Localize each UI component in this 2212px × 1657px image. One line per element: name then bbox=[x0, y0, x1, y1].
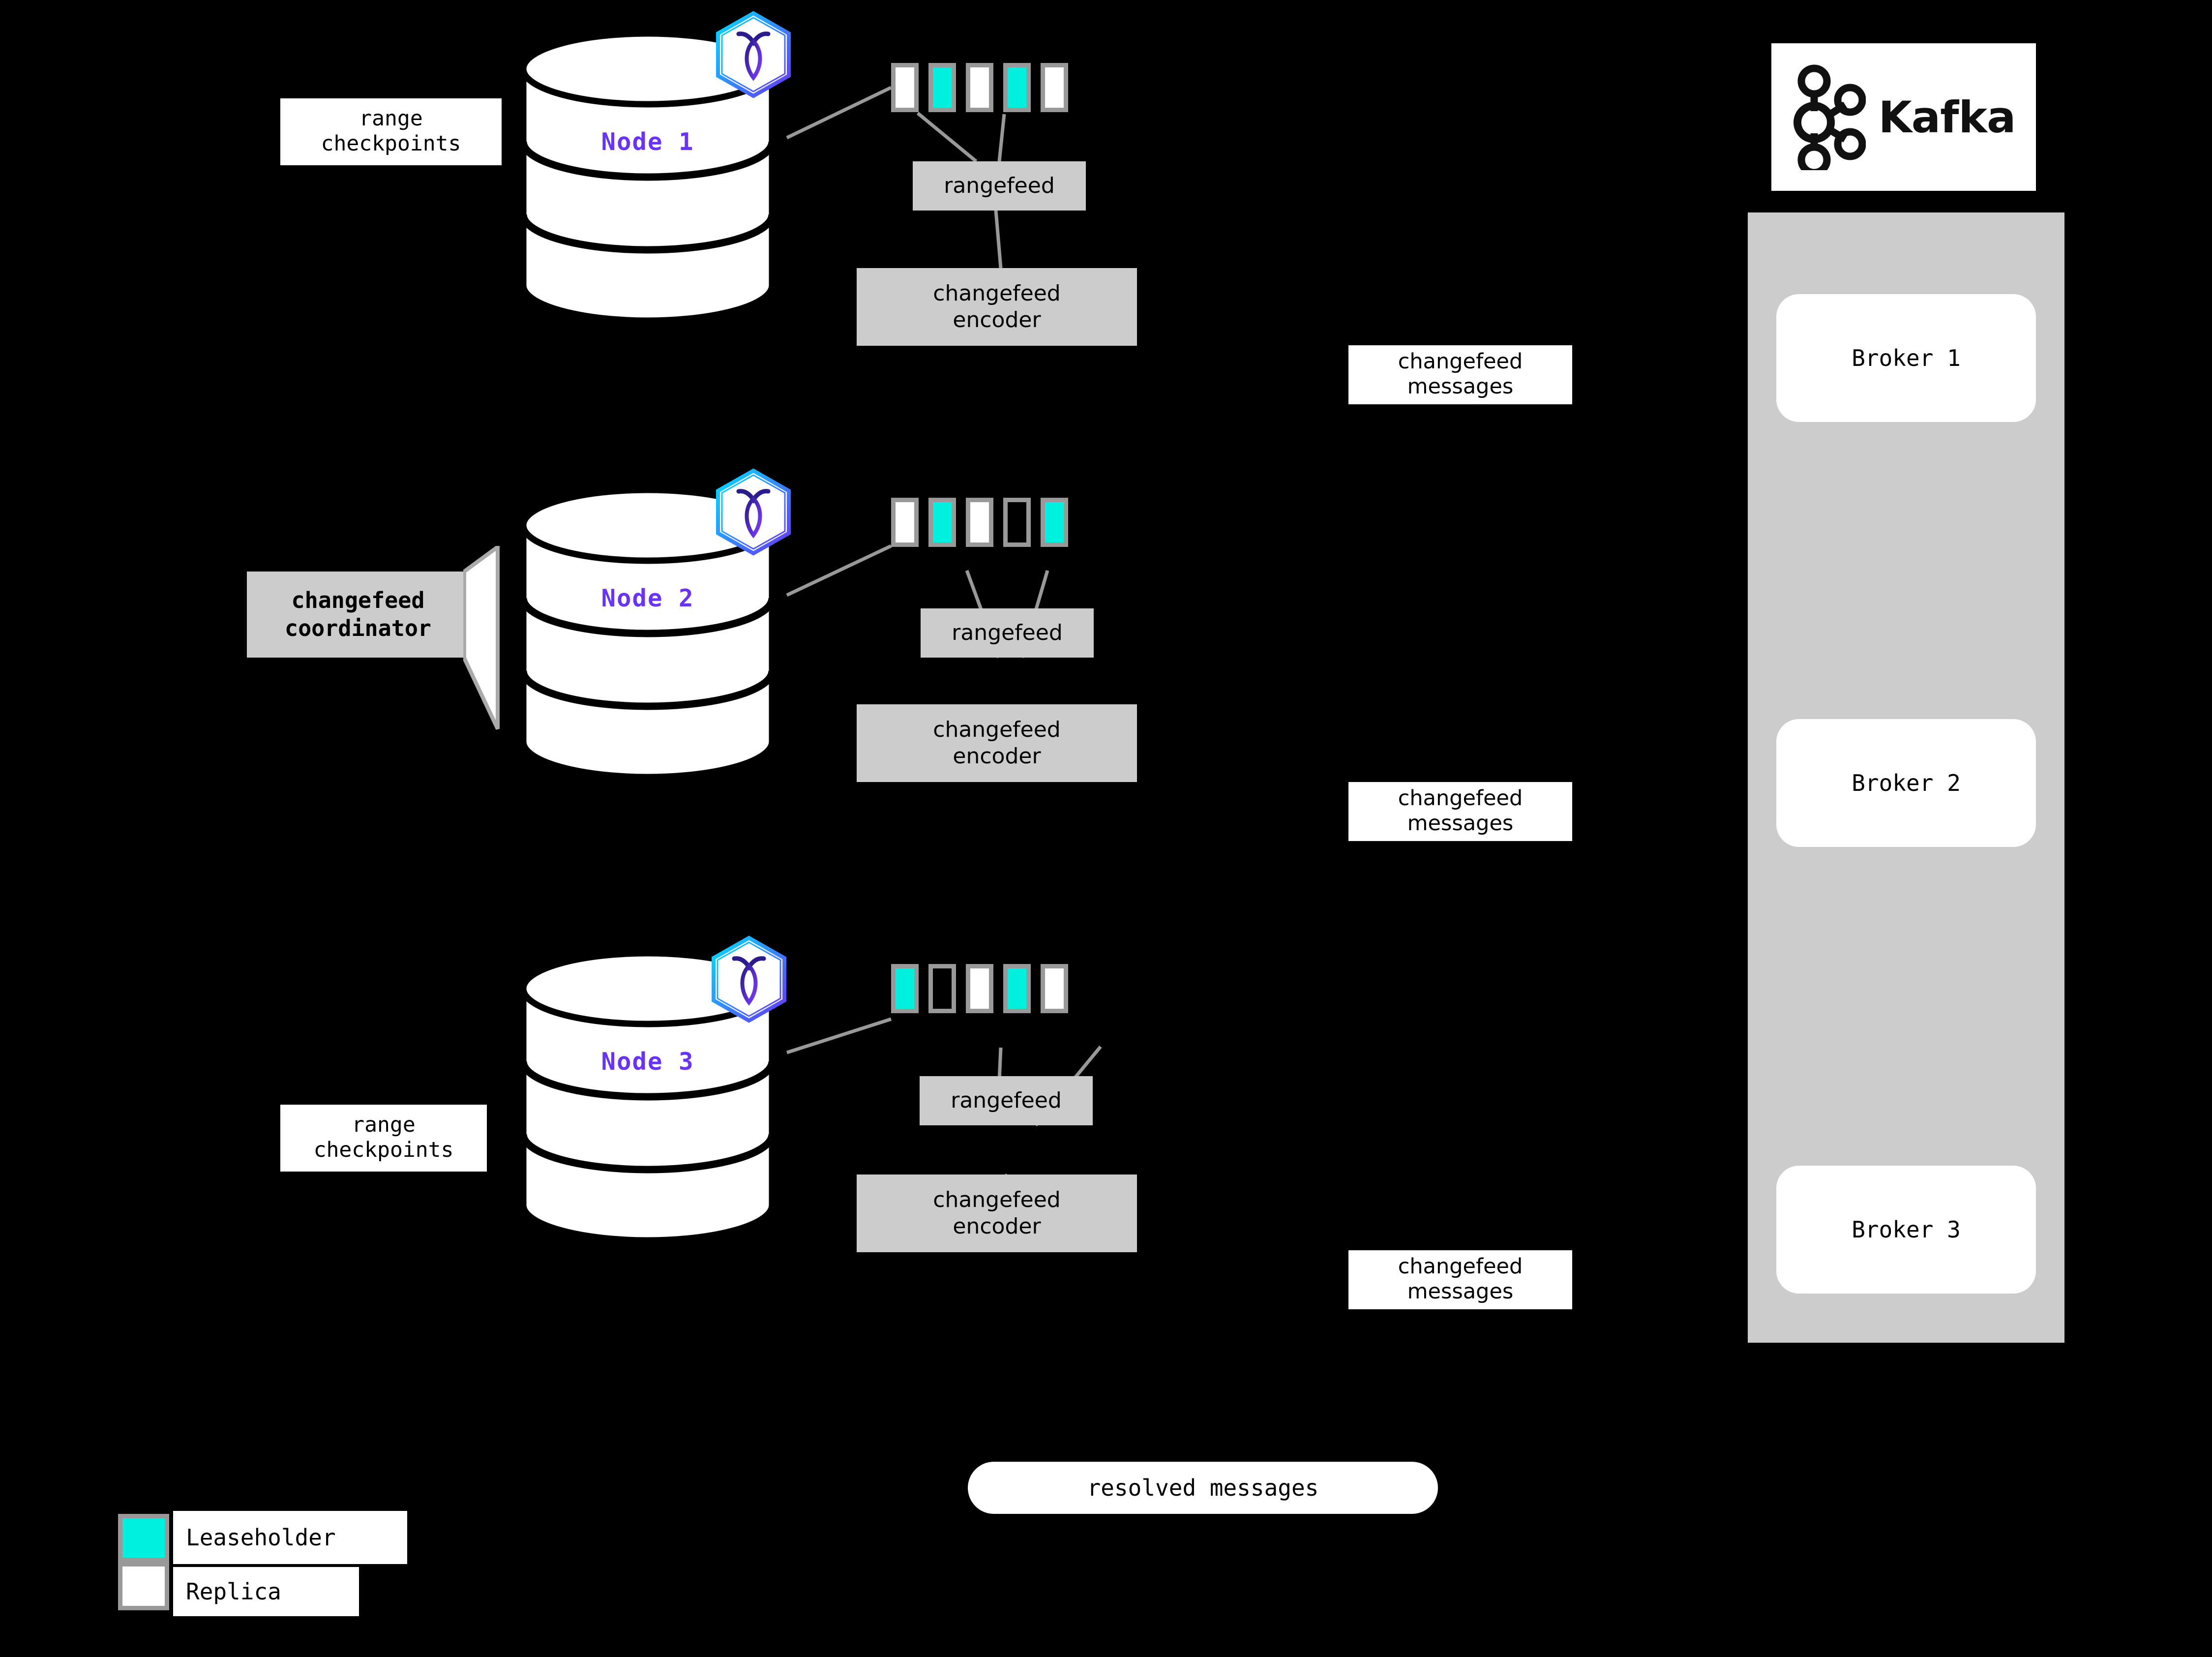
range-box[interactable] bbox=[966, 964, 993, 1013]
range-box[interactable] bbox=[928, 63, 956, 112]
coordinator-pointer-icon bbox=[463, 546, 503, 733]
changefeed-coordinator-label: changefeed coordinator bbox=[247, 572, 469, 658]
cockroachdb-hex-icon bbox=[714, 11, 793, 98]
node-1-range-row bbox=[891, 63, 1068, 112]
range-box[interactable] bbox=[966, 498, 993, 547]
changefeed-messages-label-3: changefeed messages bbox=[1348, 1250, 1572, 1309]
node-3-changefeed-encoder-box[interactable]: changefeed encoder bbox=[857, 1175, 1137, 1252]
legend-swatch-replica bbox=[118, 1562, 169, 1610]
broker-3-box[interactable]: Broker 3 bbox=[1776, 1166, 2036, 1294]
node-2-rangefeed-box[interactable]: rangefeed bbox=[921, 608, 1094, 658]
resolved-messages-pill[interactable]: resolved messages bbox=[968, 1462, 1438, 1514]
range-box[interactable] bbox=[966, 63, 993, 112]
node-3-range-row bbox=[891, 964, 1068, 1013]
node-1-rangefeed-box[interactable]: rangefeed bbox=[913, 161, 1086, 211]
range-checkpoints-label-node3: range checkpoints bbox=[280, 1105, 487, 1172]
kafka-logo-card: Kafka bbox=[1771, 43, 2036, 191]
range-box[interactable] bbox=[891, 63, 919, 112]
range-box[interactable] bbox=[928, 498, 956, 547]
changefeed-messages-label-1: changefeed messages bbox=[1348, 345, 1572, 404]
broker-1-box[interactable]: Broker 1 bbox=[1776, 294, 2036, 422]
range-box[interactable] bbox=[1003, 498, 1031, 547]
legend-label-leaseholder: Leaseholder bbox=[173, 1511, 407, 1564]
cockroachdb-hex-icon bbox=[714, 468, 793, 556]
legend-label-replica: Replica bbox=[173, 1567, 359, 1616]
kafka-inbound-arrowhead bbox=[2054, 325, 2212, 365]
broker-2-box[interactable]: Broker 2 bbox=[1776, 719, 2036, 847]
range-box[interactable] bbox=[1003, 964, 1031, 1013]
legend-swatch-leaseholder bbox=[118, 1514, 169, 1562]
kafka-wordmark: Kafka bbox=[1878, 91, 2016, 143]
range-box[interactable] bbox=[928, 964, 956, 1013]
changefeed-messages-label-2: changefeed messages bbox=[1348, 782, 1572, 841]
kafka-logo-icon bbox=[1792, 64, 1866, 176]
range-box[interactable] bbox=[1003, 63, 1031, 112]
node-3-rangefeed-box[interactable]: rangefeed bbox=[920, 1076, 1093, 1125]
range-checkpoints-label-node1: range checkpoints bbox=[280, 98, 502, 165]
node-2-changefeed-encoder-box[interactable]: changefeed encoder bbox=[857, 704, 1137, 782]
node-1-changefeed-encoder-box[interactable]: changefeed encoder bbox=[857, 268, 1137, 346]
range-box[interactable] bbox=[1041, 964, 1068, 1013]
range-box[interactable] bbox=[891, 964, 919, 1013]
node-2-range-row bbox=[891, 498, 1068, 547]
range-box[interactable] bbox=[1041, 63, 1068, 112]
range-box[interactable] bbox=[1041, 498, 1068, 547]
cockroachdb-hex-icon bbox=[710, 935, 788, 1023]
node-3-cylinder: Node 3 bbox=[517, 949, 778, 1244]
range-box[interactable] bbox=[891, 498, 919, 547]
